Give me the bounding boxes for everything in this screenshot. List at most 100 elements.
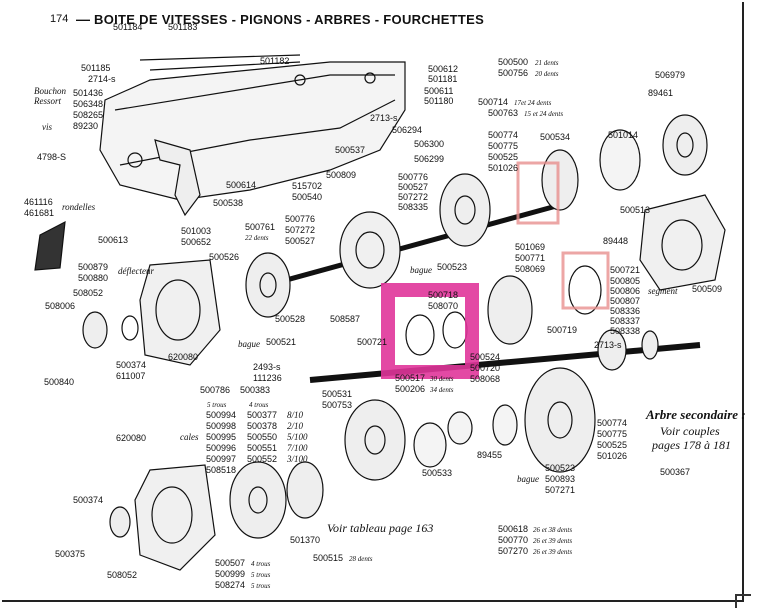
label-2713s-b: 2713-s — [594, 340, 622, 350]
label-500527: 500527 — [398, 182, 429, 192]
label-500374: 500374 — [116, 360, 147, 370]
label-506979: 506979 — [655, 70, 686, 80]
label-501069: 501069 — [515, 242, 546, 252]
label-ressort: Ressort — [34, 96, 61, 106]
gear-500761 — [245, 252, 291, 318]
label-500552: 500552 — [247, 454, 278, 464]
label-500524: 500524 — [470, 352, 501, 362]
label-7-100: 7/100 — [287, 443, 308, 453]
label-3-100: 3/100 — [287, 454, 308, 464]
label-500206-teeth: 34 dents — [430, 386, 454, 394]
label-500507-holes: 4 trous — [251, 560, 271, 568]
label-5-trous: 5 trous — [207, 401, 227, 409]
label-461116: 461116 — [24, 197, 53, 207]
gear-501370 — [229, 461, 287, 539]
bearing-500721 — [568, 265, 602, 315]
label-500714: 500714 — [478, 97, 509, 107]
label-500523: 500523 — [437, 262, 468, 272]
gear-500714 — [439, 173, 491, 247]
label-500840: 500840 — [44, 377, 75, 387]
label-500721: 500721 — [610, 265, 641, 275]
label-500612: 500612 — [428, 64, 459, 74]
label-500531: 500531 — [322, 389, 353, 399]
label-500515: 500515 — [313, 553, 344, 563]
label-500652: 500652 — [181, 237, 212, 247]
label-500999: 500999 — [215, 569, 246, 579]
label-500614: 500614 — [226, 180, 257, 190]
label-611007: 611007 — [116, 371, 146, 381]
page-border — [2, 2, 744, 602]
label-507270-teeth: 26 et 39 dents — [533, 548, 573, 556]
label-500719: 500719 — [547, 325, 578, 335]
label-500807: 500807 — [610, 296, 641, 306]
label-89461: 89461 — [648, 88, 674, 98]
highlight-box-primary — [381, 283, 479, 379]
label-508518: 508518 — [206, 465, 237, 475]
label-500893: 500893 — [545, 474, 576, 484]
label-500534: 500534 — [540, 132, 571, 142]
label-508070: 508070 — [428, 301, 459, 311]
label-500367: 500367 — [660, 467, 691, 477]
label-500718: 500718 — [428, 290, 459, 300]
page-title: BOITE DE VITESSES - PIGNONS - ARBRES - F… — [94, 12, 485, 27]
label-500771: 500771 — [515, 253, 546, 263]
label-500500-teeth: 21 dents — [535, 59, 559, 67]
label-620080: 620080 — [168, 352, 199, 362]
label-500533: 500533 — [422, 468, 453, 478]
label-500375: 500375 — [55, 549, 86, 559]
label-500761-teeth: 22 dents — [245, 234, 269, 242]
label-501026-b: 501026 — [597, 451, 628, 461]
label-500770-teeth: 26 et 39 dents — [533, 537, 573, 545]
label-500763-teeth: 15 et 24 dents — [524, 110, 564, 118]
label-500515-teeth: 28 dents — [349, 555, 373, 563]
label-500528: 500528 — [275, 314, 306, 324]
label-508052: 508052 — [73, 288, 104, 298]
label-461681: 461681 — [24, 208, 55, 218]
rear-cover-500509 — [639, 194, 726, 291]
label-507272: 507272 — [398, 192, 429, 202]
label-500523-b: 500523 — [545, 463, 576, 473]
label-500753: 500753 — [322, 400, 353, 410]
bushing-500523 — [492, 404, 518, 446]
label-500997: 500997 — [206, 454, 237, 464]
label-620080-b: 620080 — [116, 433, 147, 443]
label-500998: 500998 — [206, 421, 237, 431]
label-500374-b: 500374 — [73, 495, 104, 505]
label-2493s: 2493-s — [253, 362, 281, 372]
label-bague-a: bague — [410, 265, 432, 275]
label-deflecteur: déflecteur — [118, 266, 154, 276]
label-501436: 501436 — [73, 88, 104, 98]
label-111236: 111236 — [253, 373, 282, 383]
label-508068: 508068 — [470, 374, 501, 384]
label-500805: 500805 — [610, 276, 641, 286]
label-515702: 515702 — [292, 181, 323, 191]
label-508006: 508006 — [45, 301, 76, 311]
label-500521: 500521 — [266, 337, 297, 347]
title-dash: — — [76, 11, 90, 27]
label-508274: 508274 — [215, 580, 246, 590]
label-508069: 508069 — [515, 264, 546, 274]
label-500809: 500809 — [326, 170, 357, 180]
gear-500618 — [524, 367, 596, 473]
label-2714s: 2714-s — [88, 74, 116, 84]
label-508338: 508338 — [610, 326, 641, 336]
label-501184: 501184 — [113, 22, 143, 32]
label-500756: 500756 — [498, 68, 529, 78]
label-500786: 500786 — [200, 385, 231, 395]
label-506348: 506348 — [73, 99, 104, 109]
bearing-89455 — [447, 411, 473, 445]
label-501003: 501003 — [181, 226, 212, 236]
label-500517-teeth: 30 dents — [430, 375, 454, 383]
gear-501014 — [599, 129, 641, 191]
label-8-10: 8/10 — [287, 410, 304, 420]
label-500770: 500770 — [498, 535, 529, 545]
label-508335: 508335 — [398, 202, 429, 212]
label-segment: segment — [648, 286, 678, 296]
label-2-10: 2/10 — [287, 421, 304, 431]
label-500551: 500551 — [247, 443, 278, 453]
label-500806: 500806 — [610, 286, 641, 296]
bearing-500533 — [413, 422, 447, 468]
label-500775: 500775 — [488, 141, 519, 151]
page-number: 174 — [50, 13, 69, 25]
